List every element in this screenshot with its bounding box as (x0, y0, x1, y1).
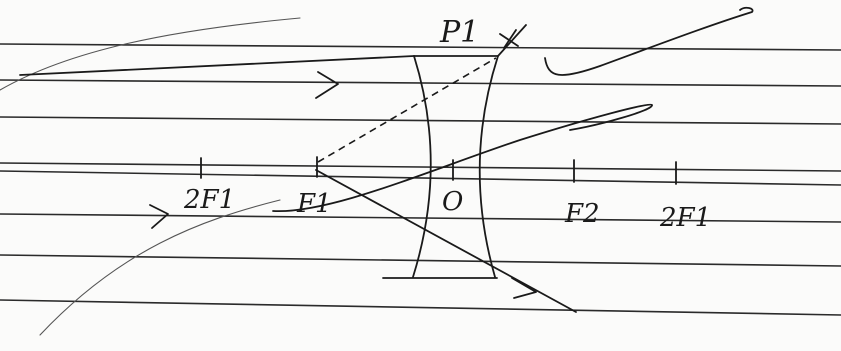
lens-right-surface (478, 55, 499, 278)
cross-mark-icon (499, 29, 519, 49)
label-p1: P1 (439, 15, 479, 50)
stray-marks (0, 17, 301, 336)
arrow-head-icon (149, 204, 169, 229)
stray-curve (39, 199, 281, 336)
refracted-ray (317, 24, 527, 163)
label-f2: F2 (564, 199, 600, 229)
stray-curve (0, 17, 301, 91)
ruled-line (0, 254, 841, 267)
arrow-head-icon (511, 277, 537, 299)
label-2f-left: 2F1 (183, 185, 235, 215)
ruled-line (0, 170, 841, 186)
incident-ray (19, 55, 415, 99)
virtual-ray-dashed (317, 57, 497, 163)
ray-through-focus (315, 169, 577, 313)
label-o: O (442, 187, 463, 217)
ray-through-focus-line (315, 169, 577, 313)
ruled-lines (0, 43, 841, 316)
concave-lens (382, 55, 499, 279)
principal-axis (0, 162, 841, 172)
ruled-line (0, 299, 841, 316)
lens-left-surface (412, 55, 432, 278)
arrow-head-icon (315, 71, 339, 99)
ruled-line (0, 116, 841, 125)
pencil-streak (272, 103, 653, 212)
incident-ray-line (19, 55, 415, 76)
ruled-line (0, 43, 841, 51)
label-f1: F1 (296, 189, 332, 219)
ruled-line (0, 213, 841, 223)
refracted-ray-line (497, 24, 527, 57)
pencil-streak (544, 6, 754, 76)
axis-ticks (200, 156, 677, 185)
label-2f-right: 2F1 (659, 203, 711, 233)
